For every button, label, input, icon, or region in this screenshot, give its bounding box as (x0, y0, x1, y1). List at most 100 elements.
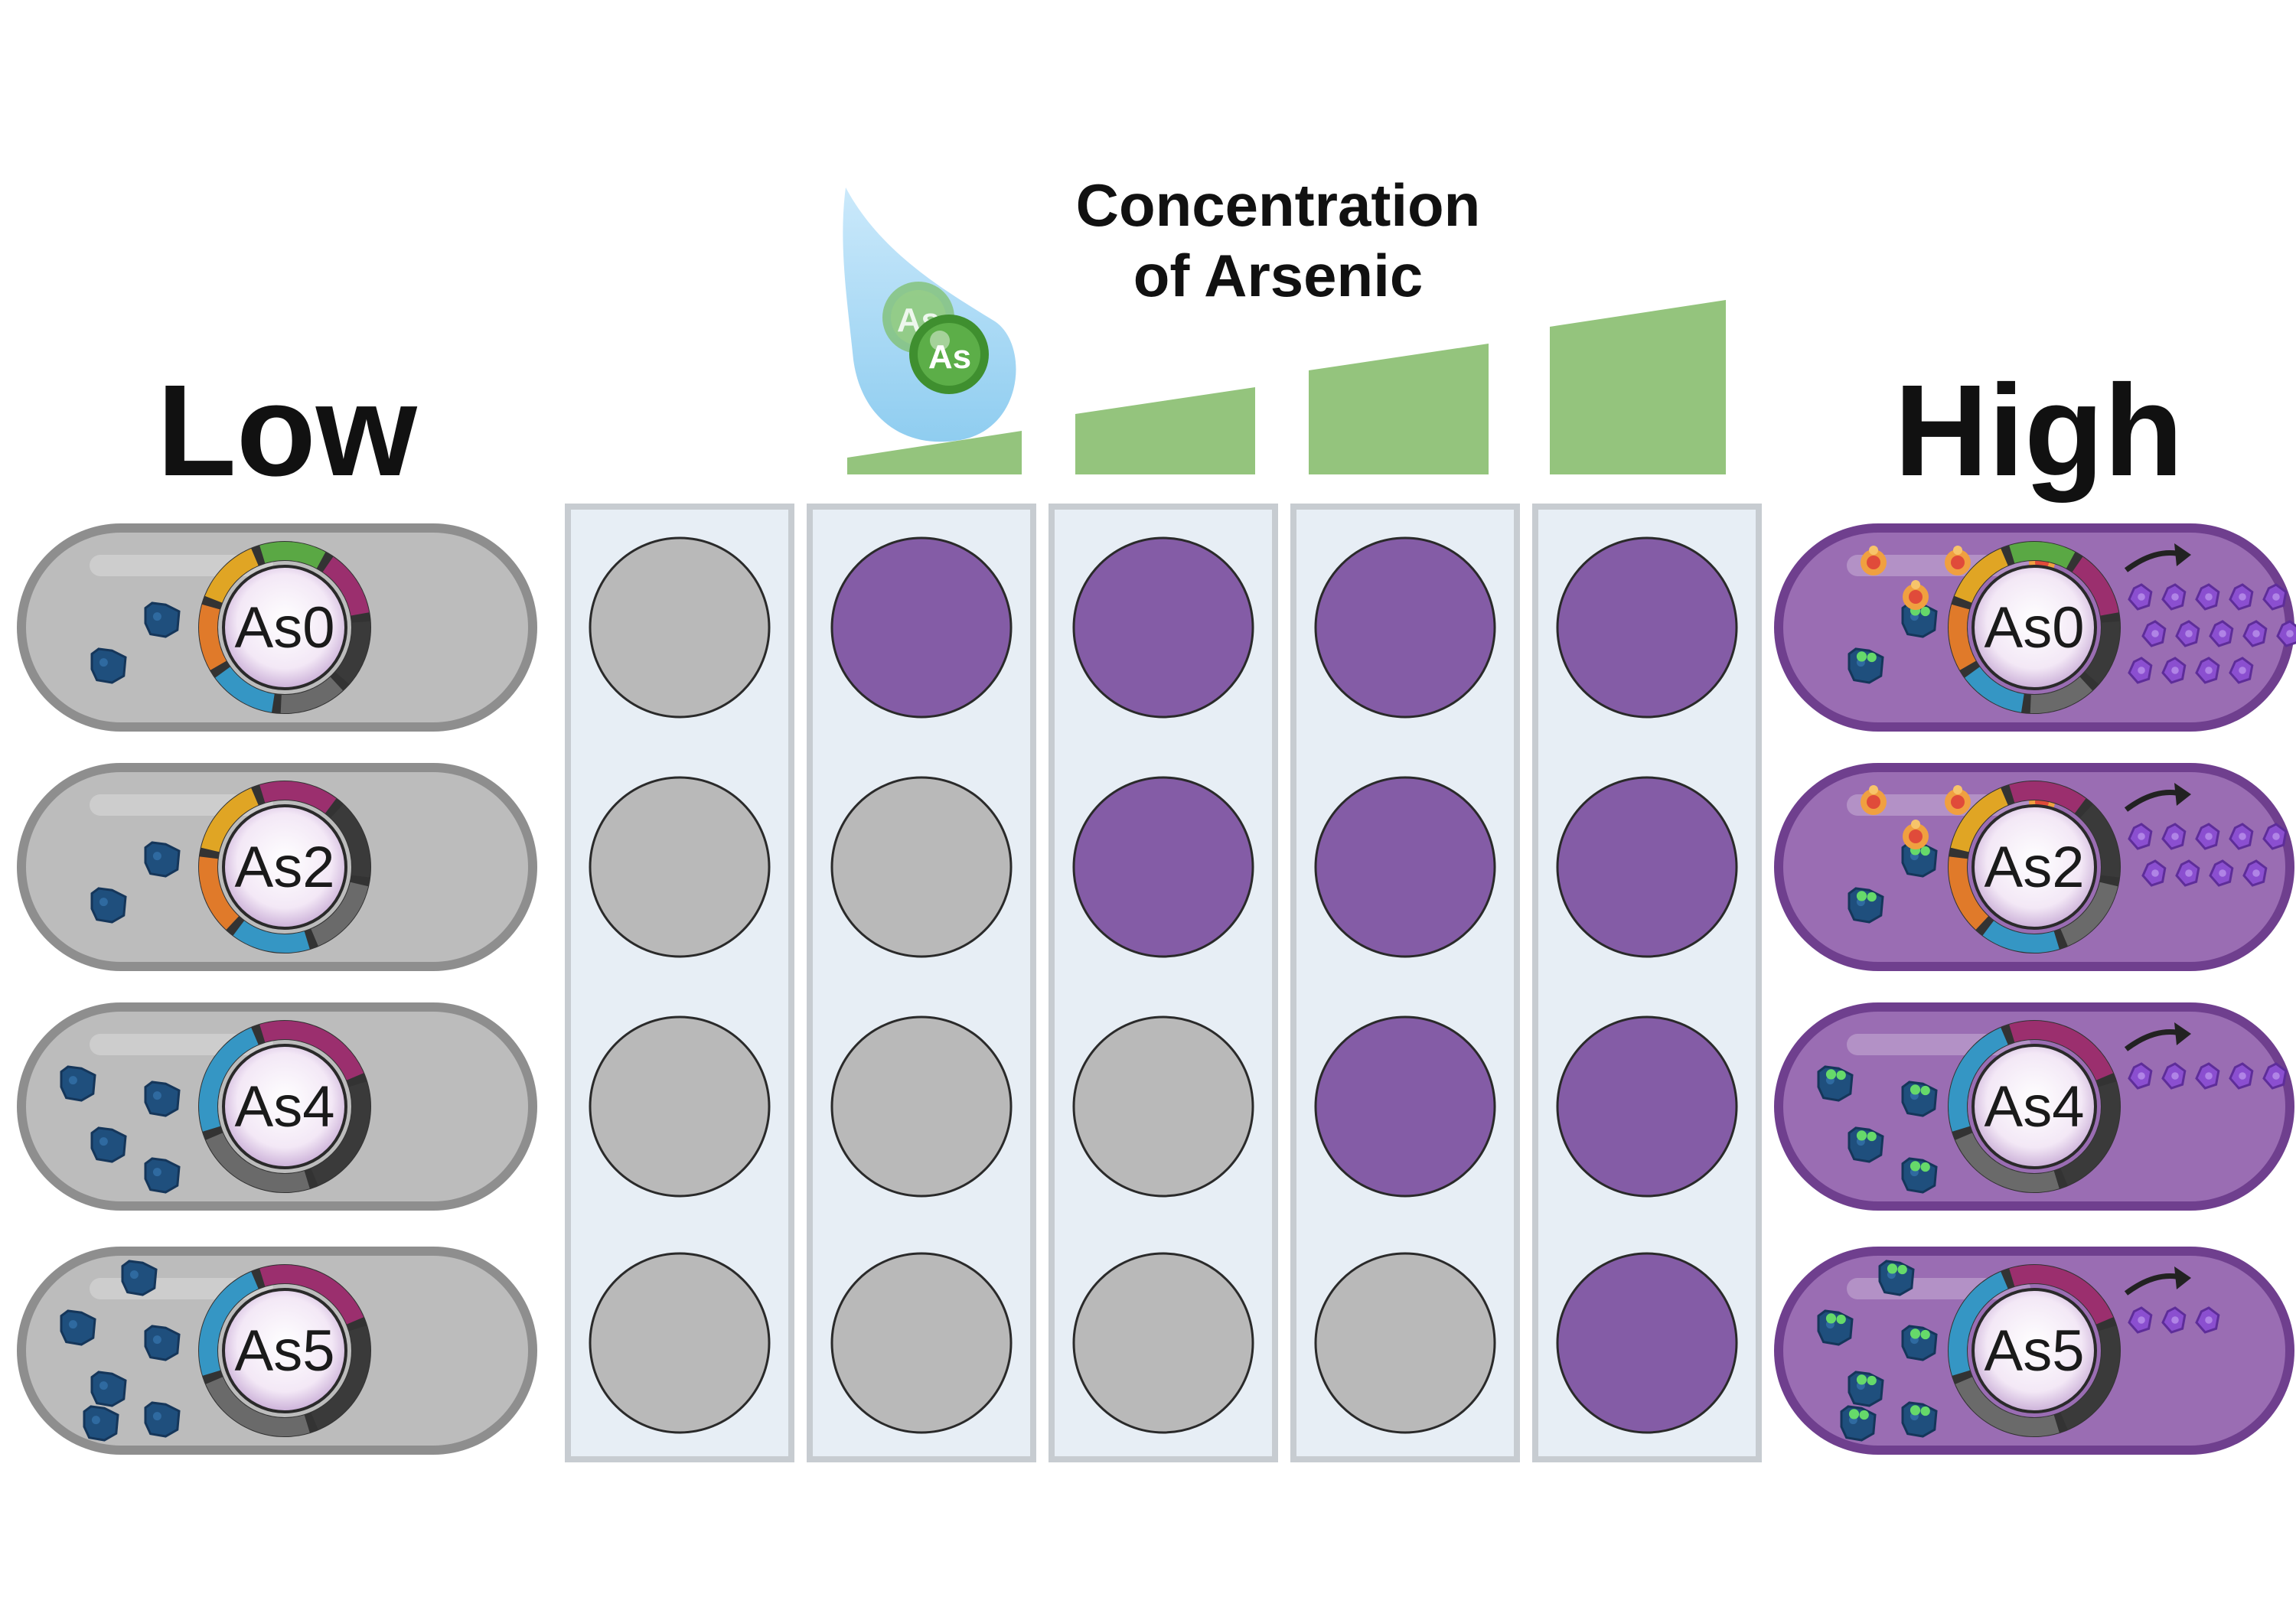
well-r3-c4-purple (1314, 1015, 1496, 1198)
repressor-protein (1901, 1401, 1938, 1438)
reporter-protein (2262, 823, 2288, 850)
plasmid-label: As0 (1985, 595, 2085, 660)
plasmid-core (1971, 804, 2097, 930)
arsenic-bound-cluster (1861, 785, 1887, 815)
repressor-protein (1848, 647, 1884, 684)
plasmid-label: As0 (235, 595, 335, 660)
concentration-bar-4 (1550, 300, 1726, 474)
reporter-protein (2161, 657, 2187, 684)
plasmid-segment (259, 781, 337, 813)
plasmid-segment (2009, 1265, 2114, 1325)
plasmid-core (1971, 1288, 2097, 1413)
well-r4-c5-purple (1556, 1252, 1738, 1434)
reporter-protein (2141, 859, 2167, 887)
well-r2-c4-purple (1314, 776, 1496, 958)
arsenic-bound-cluster (1945, 785, 1971, 815)
plasmid-segment (1949, 856, 1989, 930)
concentration-bar-2 (1075, 387, 1255, 474)
repressor-protein (1901, 1157, 1938, 1194)
plasmid-segment (1950, 787, 2008, 852)
plasmid-segment (322, 556, 370, 616)
concentration-title-line1: Concentration (1075, 171, 1481, 239)
low-label: Low (157, 358, 417, 504)
concentration-bar-1 (847, 431, 1022, 474)
reporter-protein (2195, 1306, 2220, 1334)
expression-arrowhead (2174, 1266, 2191, 1289)
reporter-protein (2229, 823, 2254, 850)
reporter-protein (2128, 1306, 2153, 1334)
reporter-protein (2262, 1062, 2288, 1090)
repressor-protein (90, 1126, 127, 1163)
reporter-protein (2209, 620, 2234, 647)
plasmid-label: As4 (235, 1074, 335, 1139)
plasmid-segment (311, 882, 369, 947)
well-r1-c1-gray (589, 536, 771, 719)
well-r3-c5-purple (1556, 1015, 1738, 1198)
reporter-protein (2242, 859, 2268, 887)
arsenic-bound-cluster (1861, 546, 1887, 575)
repressor-protein (1840, 1405, 1877, 1442)
arsenic-bound-cluster (1945, 546, 1971, 575)
reporter-protein (2128, 823, 2153, 850)
reporter-protein (2229, 583, 2254, 611)
repressor-protein (1901, 841, 1938, 878)
repressor-protein (90, 887, 127, 924)
reporter-protein (2195, 657, 2220, 684)
cell-high-As5: As5 (1774, 1247, 2294, 1455)
cell-low-As5: As5 (17, 1247, 537, 1455)
repressor-protein (1901, 601, 1938, 638)
plasmid-segment (259, 542, 326, 569)
plasmid-core (1971, 565, 2097, 690)
reporter-protein (2262, 583, 2288, 611)
repressor-protein (1817, 1309, 1854, 1346)
reporter-protein (2276, 620, 2296, 647)
plasmid-segment (201, 787, 259, 852)
well-plate (565, 504, 1762, 1462)
plasmid-segment (199, 1027, 259, 1132)
plasmid-core (1971, 1044, 2097, 1169)
plasmid-segment (2060, 882, 2118, 947)
repressor-protein (1848, 887, 1884, 924)
reporter-protein (2175, 620, 2200, 647)
plasmid-segment (1955, 1133, 2060, 1192)
well-r4-c3-gray (1072, 1252, 1254, 1434)
well-r3-c1-gray (589, 1015, 771, 1198)
repressor-protein (60, 1065, 96, 1102)
repressor-protein (1848, 1371, 1884, 1407)
reporter-protein (2128, 583, 2153, 611)
reporter-protein (2242, 620, 2268, 647)
plasmid-segment (199, 604, 227, 670)
plasmid-label: As2 (1985, 835, 2085, 900)
repressor-protein (144, 1157, 181, 1194)
cell-low-As2: As2 (17, 763, 537, 971)
reporter-protein (2141, 620, 2167, 647)
reporter-protein (2229, 657, 2254, 684)
plasmid-segment (2060, 1081, 2120, 1186)
reporter-protein (2195, 823, 2220, 850)
plasmid-segment (2060, 1325, 2120, 1430)
cell-low-As0: As0 (17, 523, 537, 732)
plasmid-segment (1955, 1377, 2060, 1436)
cell-low-As4: As4 (17, 1002, 537, 1211)
repressor-protein (90, 1371, 127, 1407)
plasmid-core (222, 565, 347, 690)
plasmid-segment (259, 1265, 364, 1325)
repressor-protein (144, 1401, 181, 1438)
expression-arrowhead (2174, 1022, 2191, 1045)
plasmid-As4: As4 (198, 1020, 371, 1193)
repressor-protein (1901, 1081, 1938, 1117)
plasmid-segment (311, 1325, 370, 1430)
well-r4-c4-gray (1314, 1252, 1496, 1434)
plasmid-label: As2 (235, 835, 335, 900)
plasmid-segment (330, 804, 370, 878)
plasmid-segment (1954, 548, 2008, 604)
repressor-protein (121, 1260, 158, 1296)
repressor-protein (144, 1081, 181, 1117)
reporter-protein (2209, 859, 2234, 887)
reporter-protein (2175, 859, 2200, 887)
repressor-protein (90, 647, 127, 684)
plasmid-segment (1949, 1271, 2008, 1376)
well-r2-c3-purple (1072, 776, 1254, 958)
